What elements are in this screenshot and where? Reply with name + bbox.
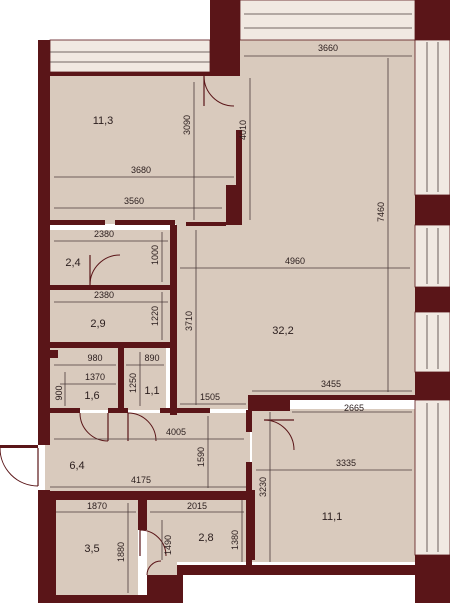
dimension-label: 1490: [163, 535, 173, 555]
dimension-label: 4175: [131, 475, 151, 485]
window-top-left: [49, 39, 211, 73]
window-right-3: [414, 311, 450, 373]
dimension-label: 3230: [258, 477, 268, 497]
dimension-label: 2015: [187, 501, 207, 511]
window-top-right: [239, 0, 416, 41]
room-area-label: 6,4: [69, 460, 84, 472]
room-area-label: 11,1: [322, 511, 343, 523]
floor-areas: [45, 40, 415, 595]
room-area-label: 1,1: [144, 385, 159, 397]
dimension-label: 4005: [166, 427, 186, 437]
dimension-label: 3680: [131, 165, 151, 175]
dimension-label: 1880: [116, 542, 126, 562]
dimension-label: 1380: [230, 530, 240, 550]
window-right-1: [414, 39, 450, 196]
dimension-label: 890: [144, 353, 159, 363]
room-area-label: 3,5: [84, 543, 99, 555]
room-area-label: 2,4: [65, 257, 80, 269]
room-area-label: 2,9: [90, 318, 105, 330]
dimension-label: 3090: [182, 115, 192, 135]
dimension-label: 3660: [318, 43, 338, 53]
doors: [0, 75, 295, 576]
dimension-label: 2380: [94, 229, 114, 239]
dimension-lines: [50, 55, 412, 593]
dimension-label: 980: [87, 353, 102, 363]
dimension-label: 1000: [150, 245, 160, 265]
room-labels: 11,3 32,2 2,4 2,9 1,6 1,1 6,4 11,1 3,5 2…: [65, 115, 342, 555]
dimension-label: 2380: [94, 290, 114, 300]
room-area-label: 1,6: [84, 390, 99, 402]
dimension-label: 2665: [344, 403, 364, 413]
room-area-label: 11,3: [93, 115, 114, 127]
dimension-label: 7460: [376, 202, 386, 222]
dimension-label: 900: [54, 385, 64, 400]
window-right-4: [414, 399, 450, 556]
dimension-label: 1250: [128, 373, 138, 393]
dimension-labels: 3660 4010 3090 3680 3560 7460 2380 1000 …: [54, 43, 386, 562]
dimension-label: 1220: [150, 306, 160, 326]
dimension-label: 3455: [321, 379, 341, 389]
window-right-2: [414, 224, 450, 288]
dimension-label: 3560: [124, 196, 144, 206]
dimension-label: 3710: [184, 311, 194, 331]
room-area-label: 2,8: [198, 532, 213, 544]
dimension-label: 3335: [336, 458, 356, 468]
dimension-label: 1870: [87, 501, 107, 511]
dimension-label: 1505: [200, 392, 220, 402]
dimension-label: 4010: [238, 120, 248, 140]
dimension-label: 1590: [196, 447, 206, 467]
dimension-label: 1370: [85, 372, 105, 382]
room-area-label: 32,2: [272, 325, 293, 337]
dimension-label: 4960: [285, 256, 305, 266]
